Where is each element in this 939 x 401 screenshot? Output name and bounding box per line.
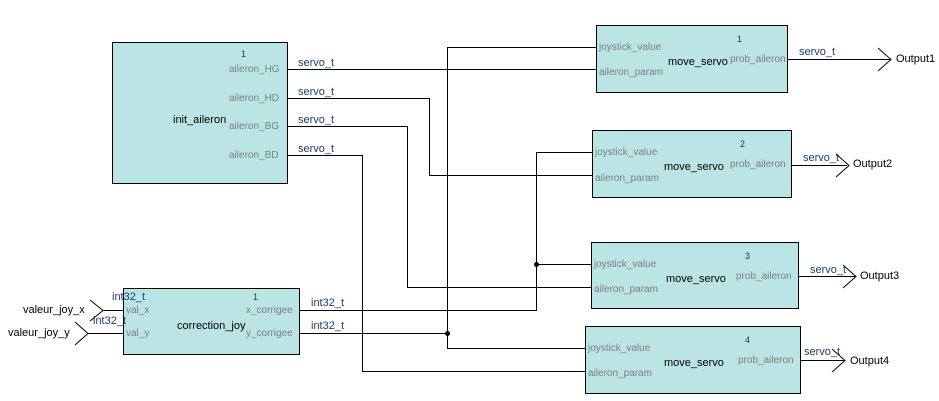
wire-x-corrigee[interactable] [300,152,592,311]
outport-label[interactable]: Output2 [853,158,893,170]
block-name: correction_joy [177,320,246,332]
block-init-aileron[interactable] [112,42,288,184]
wire-label: servo_t [810,264,847,276]
wire-label: servo_t [804,346,841,358]
port-label: prob_aileron [736,271,792,282]
port-label: val_y [126,328,150,339]
block-index: 1 [253,292,259,302]
block-name: move_servo [668,56,728,68]
block-correction-joy[interactable] [123,288,300,355]
wire-label: int32_t [311,297,345,309]
block-move-servo-3[interactable] [591,242,799,309]
inport-label[interactable]: valeur_joy_y [8,327,70,339]
block-index: 4 [745,335,751,345]
wire-label: servo_t [298,114,335,126]
inport-chevron-icon[interactable] [74,321,89,346]
port-label: aileron_param [594,284,658,295]
junction-dot-icon [445,331,450,336]
outport-chevron-icon[interactable] [835,153,850,178]
port-label: joystick_value [599,42,662,53]
junction-dot-icon [534,262,539,267]
block-name: move_servo [664,357,724,369]
port-label: joystick_value [588,343,651,354]
outport-chevron-icon[interactable] [831,348,846,373]
block-move-servo-1[interactable] [596,25,788,93]
port-label: aileron_param [595,173,659,184]
wire-label: int32_t [112,291,146,303]
port-label: prob_aileron [738,355,794,366]
outport-label[interactable]: Output1 [896,53,936,65]
block-index: 1 [241,49,247,59]
port-label: y_corrigee [246,328,293,339]
outport-chevron-icon[interactable] [877,47,892,72]
wire-y-branch-down[interactable] [447,333,586,349]
port-label: aileron_param [588,368,652,379]
inport-chevron-icon[interactable] [89,299,104,322]
wire-label: servo_t [298,143,335,155]
wire-label: int32_t [311,320,345,332]
port-label: prob_aileron [730,54,786,65]
block-name: move_servo [664,161,724,173]
port-label: aileron_BG [229,121,280,132]
block-name: init_aileron [173,114,227,126]
port-label: aileron_HD [229,93,280,104]
port-label: joystick_value [594,259,657,270]
wire-hd[interactable] [287,98,592,176]
outport-label[interactable]: Output4 [850,355,890,367]
inport-label[interactable]: valeur_joy_x [23,304,85,316]
wire-bd[interactable] [287,155,585,372]
wire-label: servo_t [298,57,335,69]
wire-label: servo_t [799,46,836,58]
port-label: aileron_HG [229,64,280,75]
block-name: move_servo [666,273,726,285]
outport-label[interactable]: Output3 [860,270,900,282]
port-label: aileron_param [599,67,663,78]
block-index: 2 [740,139,746,149]
port-label: val_x [126,305,150,316]
wire-label: servo_t [298,86,335,98]
block-index: 3 [745,251,751,261]
block-move-servo-4[interactable] [585,326,801,394]
block-index: 1 [737,34,743,44]
port-label: prob_aileron [730,159,786,170]
outport-chevron-icon[interactable] [842,264,857,289]
wire-label: servo_t [803,152,840,164]
block-move-servo-2[interactable] [592,130,792,198]
wire-bg[interactable] [287,126,591,288]
wire-label: int32_t [93,315,127,327]
port-label: x_corrigee [246,305,293,316]
wire-y-branch-up[interactable] [447,47,597,334]
port-label: aileron_BD [229,150,279,161]
port-label: joystick_value [595,147,658,158]
